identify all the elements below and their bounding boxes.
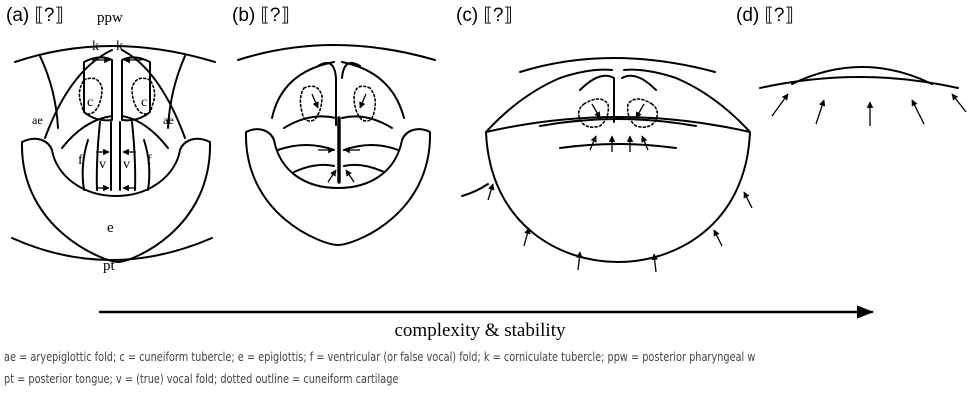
label-k-right: k <box>116 39 123 54</box>
arrow-side-c-3 <box>578 252 580 270</box>
larynx-diagram: ppw k k c c ae ae f f v v e pt <box>0 0 973 345</box>
arrow-side-c-1 <box>488 184 493 200</box>
label-e: e <box>107 220 114 236</box>
arrow-cart-right-c <box>636 104 644 118</box>
legend-line-2: pt = posterior tongue; v = (true) vocal … <box>4 371 784 386</box>
cuneiform-left-b <box>272 62 334 118</box>
fold-left-b <box>284 116 336 128</box>
label-v-right: v <box>123 157 130 172</box>
arrow-up-left-b <box>328 170 336 182</box>
side-line-left-c <box>462 184 488 196</box>
vocal-fold-right-a <box>132 122 135 190</box>
label-c-right: c <box>141 95 147 110</box>
arytenoid-right-a <box>122 57 150 120</box>
label-f-left: f <box>78 153 83 168</box>
arrow-d-2 <box>816 100 824 124</box>
label-ae-right: ae <box>163 113 174 127</box>
arrow-side-c-5 <box>714 230 722 246</box>
legend-line-1: ae = aryepiglottic fold; c = cuneiform t… <box>4 349 784 364</box>
label-ppw: ppw <box>97 10 123 26</box>
arrow-d-4 <box>912 100 924 124</box>
arrow-side-c-6 <box>744 192 752 208</box>
label-pt: pt <box>103 258 116 274</box>
fold-top-d <box>792 67 932 84</box>
label-v-left: v <box>99 157 106 172</box>
label-f-right: f <box>147 153 152 168</box>
label-c-left: c <box>87 95 93 110</box>
arytenoid-c <box>580 76 656 122</box>
arrow-d-5 <box>952 94 966 112</box>
panel-c-drawing <box>462 58 750 262</box>
panel-b-drawing <box>238 45 435 245</box>
arrow-d-1 <box>772 94 788 116</box>
arrow-cart-right-b <box>360 94 366 108</box>
ventricular-lower-left-b <box>294 165 334 172</box>
tongue-curve-a <box>12 238 212 260</box>
panel-d-drawing <box>760 67 958 88</box>
label-ae-left: ae <box>32 113 43 127</box>
ventricular-right-b <box>344 145 398 150</box>
ventricular-lower-right-b <box>344 165 384 172</box>
cuneiform-right-b <box>342 62 404 118</box>
pharyngeal-wall-outer-a <box>40 56 58 128</box>
pharyngeal-wall-c <box>520 58 715 72</box>
arrow-cart-left-c <box>592 104 600 118</box>
ventricular-left-a <box>83 140 88 190</box>
epiglottis-outer-a <box>22 139 210 262</box>
arrow-cart-left-b <box>312 94 318 108</box>
arrow-side-c-2 <box>524 228 529 246</box>
pharyngeal-wall-a <box>15 46 215 62</box>
pharyngeal-wall-b <box>238 45 435 60</box>
arrow-up-c-1 <box>590 136 596 150</box>
label-k-left: k <box>92 39 99 54</box>
axis-caption: complexity & stability <box>310 320 650 342</box>
ventricular-left-b <box>278 145 334 150</box>
vocal-fold-left-a <box>97 122 100 190</box>
ventricular-lower-c <box>560 144 676 148</box>
arrow-up-c-4 <box>642 136 648 150</box>
arrow-up-right-b <box>346 170 354 182</box>
cuneiform-cartilage-right-c <box>628 99 658 127</box>
cuneiform-cartilage-left-c <box>579 99 609 127</box>
fold-right-b <box>342 116 392 128</box>
